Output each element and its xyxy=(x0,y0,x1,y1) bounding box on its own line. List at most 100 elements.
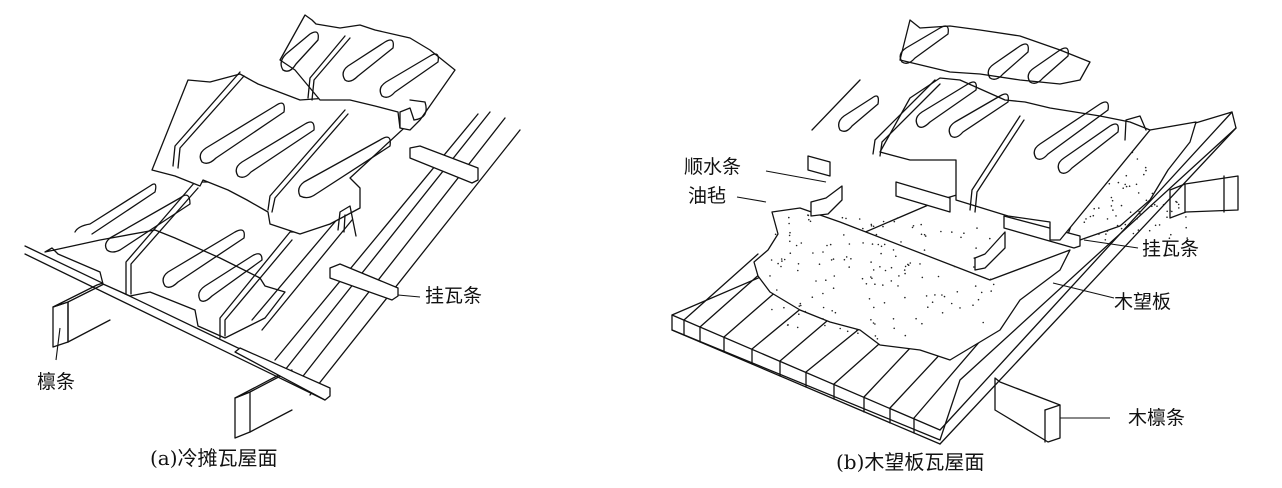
felt-dot xyxy=(1105,233,1107,235)
felt-dot xyxy=(982,321,984,324)
felt-dot xyxy=(845,217,847,220)
felt-dot xyxy=(1169,210,1171,212)
label-batten-a: 挂瓦条 xyxy=(425,285,483,307)
felt-dot xyxy=(818,263,821,266)
felt-dot xyxy=(940,230,942,233)
felt-dot xyxy=(883,243,886,246)
felt-dot xyxy=(1104,239,1107,241)
felt-dot xyxy=(890,280,893,282)
felt-layer xyxy=(753,121,1197,361)
felt-dot xyxy=(1117,181,1120,184)
felt-dot xyxy=(921,322,923,325)
felt-dot xyxy=(871,277,873,280)
felt-dot xyxy=(780,265,782,268)
felt-dot xyxy=(924,235,927,237)
felt-dot xyxy=(903,269,906,271)
felt-dot xyxy=(858,218,861,220)
felt-dot xyxy=(904,334,907,337)
felt-dot xyxy=(897,285,899,287)
felt-dot xyxy=(904,265,907,268)
felt-dot xyxy=(824,324,826,327)
felt-dot xyxy=(804,310,807,313)
felt-dot xyxy=(976,227,978,229)
panel-a-drawing xyxy=(24,14,521,439)
felt-dot xyxy=(1085,218,1087,220)
felt-dot xyxy=(1144,166,1147,169)
felt-dot xyxy=(1129,211,1132,213)
felt-dot xyxy=(956,291,959,293)
felt-dot xyxy=(875,233,878,236)
felt-dot xyxy=(1124,223,1127,226)
leaders-a xyxy=(55,294,421,361)
felt-dot xyxy=(1110,205,1113,207)
felt-dot xyxy=(876,338,879,340)
felt-dot xyxy=(975,247,977,249)
felt-dot xyxy=(831,310,833,312)
caption-panel-b: (b)木望板瓦屋面 xyxy=(836,450,985,474)
felt-dot xyxy=(1137,229,1140,231)
felt-dot xyxy=(896,217,899,219)
felt-dot xyxy=(797,263,800,265)
felt-dot xyxy=(920,223,922,226)
felt-dot xyxy=(879,266,881,268)
felt-dot xyxy=(874,283,876,286)
felt-dot xyxy=(796,326,799,329)
felt-dot xyxy=(1168,237,1171,239)
felt-dot xyxy=(951,231,953,233)
felt-dot xyxy=(880,245,883,248)
panel-b-drawing xyxy=(671,19,1239,445)
felt-dot xyxy=(909,262,912,264)
felt-dot xyxy=(789,240,791,243)
felt-dot xyxy=(771,308,773,311)
felt-dot xyxy=(783,306,785,309)
felt-dot xyxy=(829,243,832,246)
purlin-a-left xyxy=(52,279,113,348)
tiles-b xyxy=(811,19,1151,241)
felt-dot xyxy=(822,306,825,309)
felt-dot xyxy=(862,242,864,244)
felt-dot xyxy=(1111,199,1114,202)
label-purlin-a: 檩条 xyxy=(37,371,76,393)
felt-dot xyxy=(795,244,798,247)
felt-dot xyxy=(788,216,790,219)
felt-dot xyxy=(770,259,773,261)
felt-dot xyxy=(769,275,771,277)
felt-dot xyxy=(789,252,792,254)
felt-dot xyxy=(1156,205,1158,207)
felt-dot xyxy=(873,306,875,309)
felt-dot xyxy=(848,266,850,268)
felt-dot xyxy=(882,284,884,286)
felt-dot xyxy=(830,259,833,261)
felt-dot xyxy=(943,295,946,298)
felt-dot xyxy=(833,275,836,277)
felt-dot xyxy=(797,269,799,272)
felt-dot xyxy=(1125,174,1128,177)
felt-dot xyxy=(1185,226,1187,229)
felt-dot xyxy=(915,317,917,320)
felt-dot xyxy=(871,243,874,245)
felt-dot xyxy=(974,285,977,287)
felt-dot xyxy=(882,225,884,228)
felt-dot xyxy=(832,258,835,260)
felt-dot xyxy=(980,291,983,294)
felt-dot xyxy=(1132,232,1135,235)
felt-dot xyxy=(920,233,923,236)
felt-dot xyxy=(1092,214,1095,217)
felt-dot xyxy=(923,233,926,236)
felt-dot xyxy=(931,301,934,304)
felt-dot xyxy=(846,330,849,333)
felt-dot xyxy=(776,289,778,291)
felt-dot xyxy=(780,258,783,260)
felt-dot xyxy=(822,318,824,320)
felt-dot xyxy=(843,258,846,261)
felt-dot xyxy=(811,296,814,299)
felt-dot xyxy=(892,249,895,251)
felt-dot xyxy=(1153,203,1156,206)
felt-dot xyxy=(989,237,991,240)
felt-dot xyxy=(841,216,844,219)
felt-dot xyxy=(870,225,873,227)
felt-dot xyxy=(788,234,791,237)
felt-dot xyxy=(857,332,859,335)
felt-dot xyxy=(892,318,895,320)
